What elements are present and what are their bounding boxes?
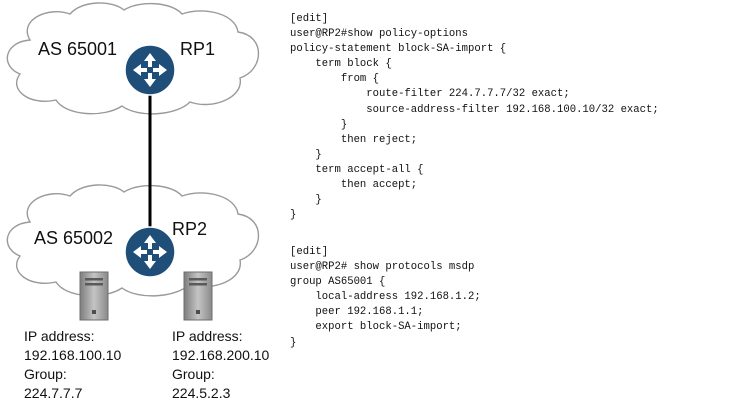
as65002-label: AS 65002 — [34, 228, 114, 248]
msdp-config-line: [edit] — [290, 246, 329, 258]
msdp-config-line: group AS65001 { — [290, 276, 386, 289]
host-2-info: IP address: 192.168.200.10 Group: 224.5.… — [172, 327, 269, 403]
server-1-icon — [79, 271, 109, 321]
host-2-group-label: Group: — [172, 366, 215, 382]
policy-config-line: } — [290, 194, 322, 207]
host-2-group-value: 224.5.2.3 — [172, 385, 231, 401]
msdp-config-line: user@RP2# show protocols msdp — [290, 261, 475, 274]
rp1-label: RP1 — [180, 39, 216, 59]
msdp-config-line: local-address 192.168.1.2; — [290, 291, 481, 304]
msdp-config-line: export block-SA-import; — [290, 321, 462, 334]
policy-config-line: } — [290, 118, 348, 131]
msdp-config: [edit] user@RP2# show protocols msdp group… — [290, 245, 481, 351]
host-1-ip-label: IP address: — [24, 328, 95, 344]
msdp-config-line: } — [290, 336, 297, 349]
msdp-config-line: peer 192.168.1.1; — [290, 306, 424, 319]
policy-config-line: } — [290, 209, 297, 222]
network-diagram: AS 65001 RP1 AS 65002 RP2 IP address: 19… — [0, 0, 280, 410]
host-1-info: IP address: 192.168.100.10 Group: 224.7.… — [24, 327, 121, 403]
host-2-ip-value: 192.168.200.10 — [172, 347, 270, 363]
diagram-graphics — [6, 2, 260, 321]
router-rp1-icon — [124, 44, 176, 96]
host-2-ip-label: IP address: — [172, 328, 243, 344]
server-2-icon — [183, 271, 213, 321]
host-1-group-value: 224.7.7.7 — [24, 385, 83, 401]
policy-config-line: user@RP2#show policy-options — [290, 28, 469, 41]
policy-config-line: then accept; — [290, 179, 418, 192]
policy-config-line: route-filter 224.7.7.7/32 exact; — [290, 88, 570, 101]
policy-config-line: term accept-all { — [290, 163, 424, 176]
router-rp2-icon — [124, 226, 176, 278]
rp2-label: RP2 — [172, 219, 208, 239]
as65001-label: AS 65001 — [38, 39, 118, 59]
host-1-ip-value: 192.168.100.10 — [24, 347, 122, 363]
policy-config-line: policy-statement block-SA-import { — [290, 43, 507, 56]
policy-config-line: source-address-filter 192.168.100.10/32 … — [290, 103, 659, 116]
host-1-group-label: Group: — [24, 366, 67, 382]
policy-config-line: from { — [290, 73, 380, 86]
policy-config-line: then reject; — [290, 133, 418, 146]
policy-options-config: [edit] user@RP2#show policy-options policy… — [290, 12, 659, 223]
policy-config-line: } — [290, 148, 322, 161]
policy-config-line: [edit] — [290, 13, 329, 25]
policy-config-line: term block { — [290, 58, 392, 71]
